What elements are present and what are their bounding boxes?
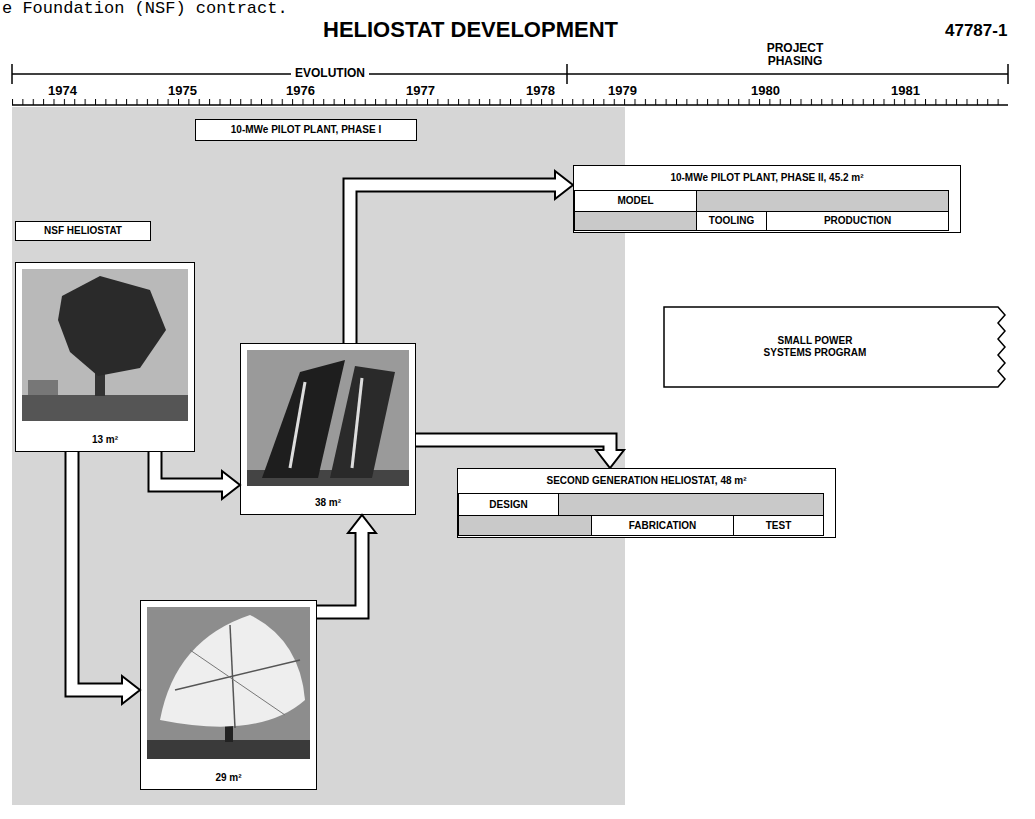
year-label: 1981 — [891, 84, 920, 98]
area-label: 13 m² — [92, 434, 118, 446]
ruler-line — [12, 104, 1008, 106]
timeline-tick — [11, 64, 13, 84]
box-label: PRODUCTION — [824, 215, 891, 227]
schedule-cell: DESIGN — [458, 493, 559, 516]
photo-29 — [140, 600, 317, 790]
project-box: SECOND GENERATION HELIOSTAT, 48 m² DESIGN… — [457, 468, 836, 538]
box-label: DESIGN — [489, 499, 527, 511]
year-label: 1980 — [751, 84, 780, 98]
shaded-cell — [696, 190, 949, 212]
photo-frame: 29 m² — [140, 600, 317, 790]
timeline-tick — [566, 64, 568, 84]
area-label: 29 m² — [215, 772, 241, 784]
hollow-arrow — [317, 515, 376, 612]
box-label: MODEL — [617, 195, 653, 207]
program-box: SMALL POWER SYSTEMS PROGRAM — [663, 306, 1007, 388]
area-label: 38 m² — [315, 497, 341, 509]
box-label: SMALL POWER SYSTEMS PROGRAM — [759, 335, 871, 359]
hollow-arrow — [350, 171, 573, 343]
shaded-cell — [558, 493, 824, 516]
photo-frame: 13 m² — [15, 262, 195, 452]
schedule-cell: TOOLING — [696, 211, 767, 231]
hollow-arrow — [72, 452, 140, 704]
year-label: 1978 — [526, 84, 555, 98]
year-label: 1976 — [286, 84, 315, 98]
box-label: 10-MWe PILOT PLANT, PHASE I — [231, 124, 381, 136]
year-label: 1979 — [608, 84, 637, 98]
header-text: e Foundation (NSF) contract. — [2, 0, 288, 18]
box-label: 10-MWe PILOT PLANT, PHASE II, 45.2 m² — [574, 166, 960, 190]
box-label: NSF HELIOSTAT — [44, 225, 122, 237]
photo-frame: 38 m² — [240, 343, 416, 515]
project-box: 10-MWe PILOT PLANT, PHASE II, 45.2 m² MOD… — [573, 165, 961, 233]
diagram-title: HELIOSTAT DEVELOPMENT — [323, 17, 618, 43]
hollow-arrow — [155, 452, 240, 499]
schedule-cell: TEST — [733, 515, 824, 536]
schedule-cell: FABRICATION — [591, 515, 734, 536]
month-ticks — [12, 99, 1008, 105]
schedule-cell: MODEL — [574, 190, 697, 212]
timeline-tick — [1007, 64, 1009, 84]
box-label: SECOND GENERATION HELIOSTAT, 48 m² — [458, 469, 835, 493]
timeline-label: EVOLUTION — [291, 67, 369, 80]
year-label: 1974 — [48, 84, 77, 98]
box-label: FABRICATION — [629, 520, 697, 532]
shaded-cell — [458, 515, 592, 536]
box-label: TOOLING — [709, 215, 754, 227]
photo-13 — [15, 262, 195, 452]
figure-number: 47787-1 — [945, 21, 1007, 41]
shaded-cell — [574, 211, 697, 231]
name-box: NSF HELIOSTAT — [15, 221, 151, 241]
year-label: 1975 — [168, 84, 197, 98]
timeline-line — [12, 73, 1008, 75]
year-label: 1977 — [406, 84, 435, 98]
schedule-cell: PRODUCTION — [766, 211, 949, 231]
box-label: TEST — [766, 520, 792, 532]
evolution-shading — [12, 107, 625, 805]
hollow-arrow — [416, 440, 624, 468]
photo-38 — [240, 343, 416, 515]
timeline-label: PROJECT PHASING — [752, 42, 838, 68]
phase-box: 10-MWe PILOT PLANT, PHASE I — [195, 119, 417, 141]
